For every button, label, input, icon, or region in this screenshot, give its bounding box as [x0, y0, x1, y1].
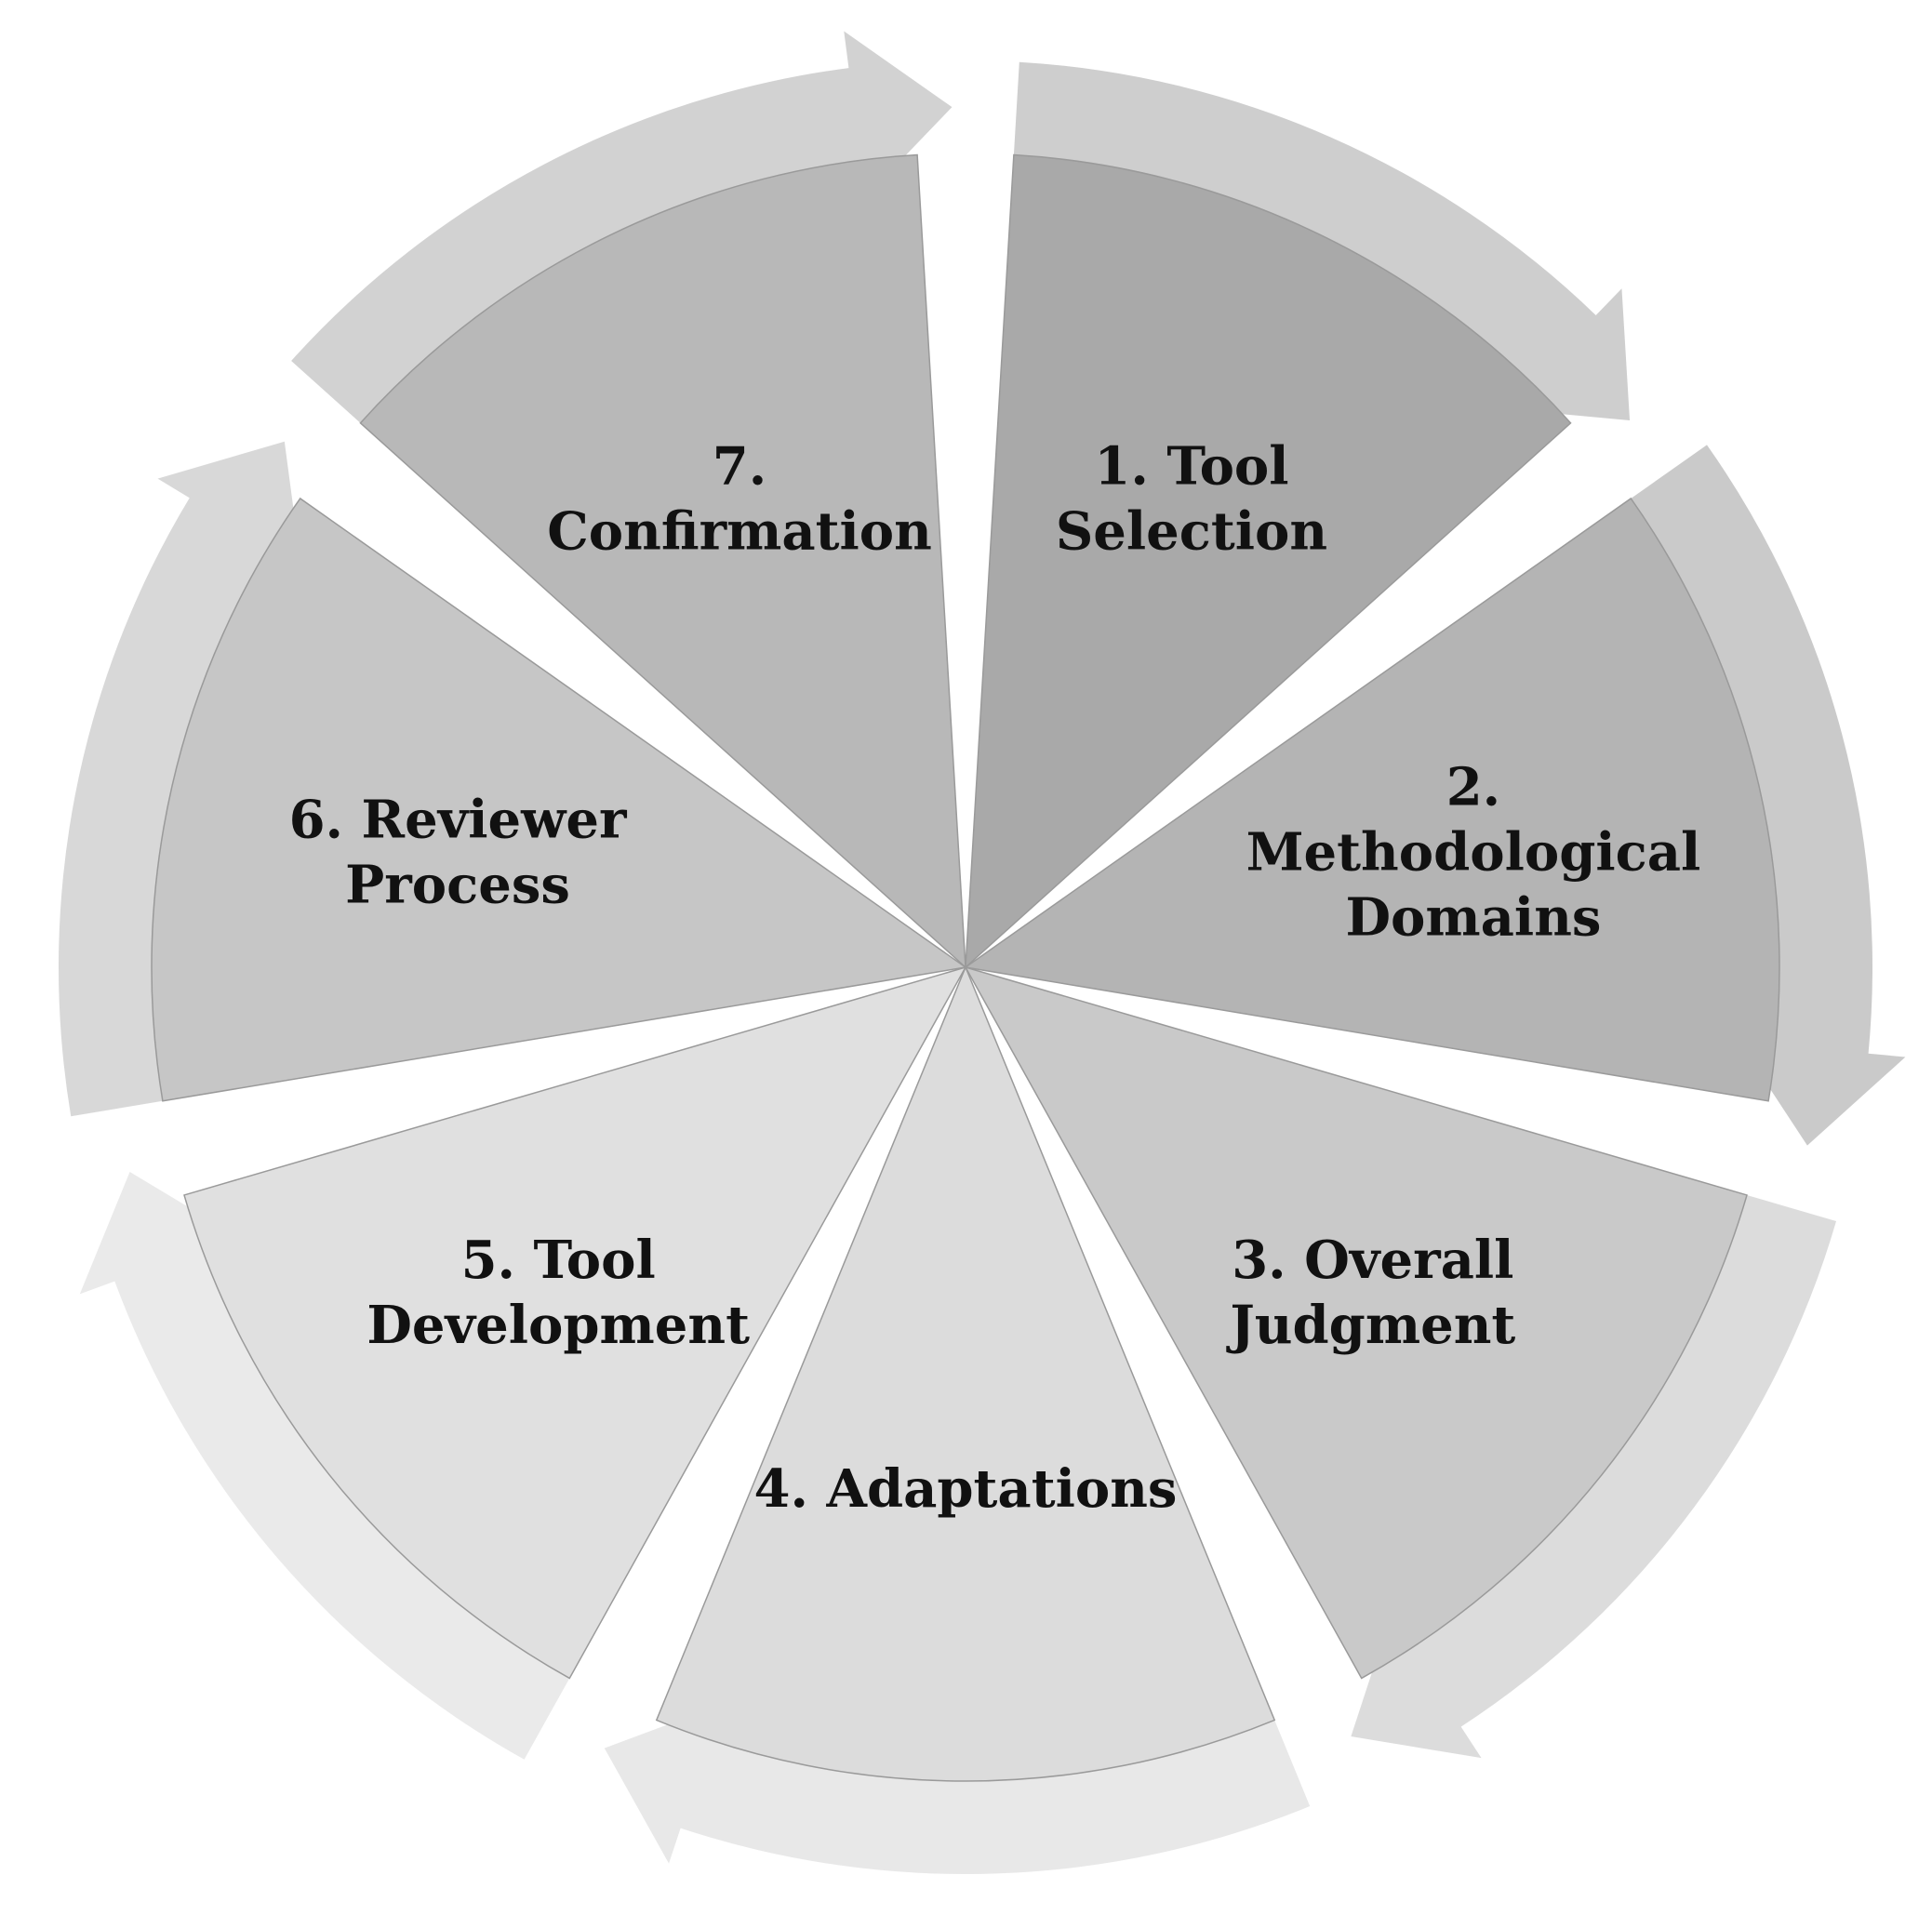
segment-label-line: 4. Adaptations [754, 1458, 1178, 1520]
segment-wedge-5 [183, 965, 967, 1680]
segment-label-line: 3. Overall [1232, 1230, 1513, 1291]
segment-label-line: Judgment [1225, 1295, 1515, 1356]
cycle-arrow-7 [291, 31, 953, 423]
segment-label-line: Domains [1345, 886, 1601, 948]
segment-wedge-6 [151, 497, 967, 1102]
segment-label-line: 6. Reviewer [289, 789, 628, 850]
segment-wedge-3 [964, 965, 1748, 1680]
segment-label-line: Methodological [1246, 821, 1701, 883]
cycle-arrow-4 [604, 1704, 1311, 1874]
segment-label-line: 1. Tool [1094, 435, 1288, 497]
segment-wedge-7 [359, 153, 966, 969]
segment-label-line: Selection [1056, 500, 1327, 562]
cycle-arrow-6 [59, 441, 301, 1117]
cycle-arrow-2 [1631, 445, 1906, 1146]
segment-wedge-2 [964, 497, 1780, 1102]
segment-label-4: 4. Adaptations [754, 1458, 1178, 1520]
cycle-arrow-3 [1351, 1194, 1837, 1759]
segment-wedge-1 [965, 153, 1572, 969]
segment-label-line: 7. [713, 435, 766, 497]
cycle-arrow-5 [79, 1171, 570, 1760]
arrow-ring [59, 31, 1906, 1874]
segment-wedge-4 [655, 965, 1276, 1782]
segment-label-line: Development [366, 1295, 750, 1356]
cycle-arrow-1 [1013, 61, 1631, 420]
segment-label-line: Process [345, 854, 570, 915]
segment-label-7: 7.Confirmation [547, 435, 932, 562]
segment-label-line: 5. Tool [461, 1230, 656, 1291]
segment-wedges [151, 153, 1780, 1782]
segment-label-line: Confirmation [547, 500, 932, 562]
segment-label-line: 2. [1446, 756, 1500, 818]
